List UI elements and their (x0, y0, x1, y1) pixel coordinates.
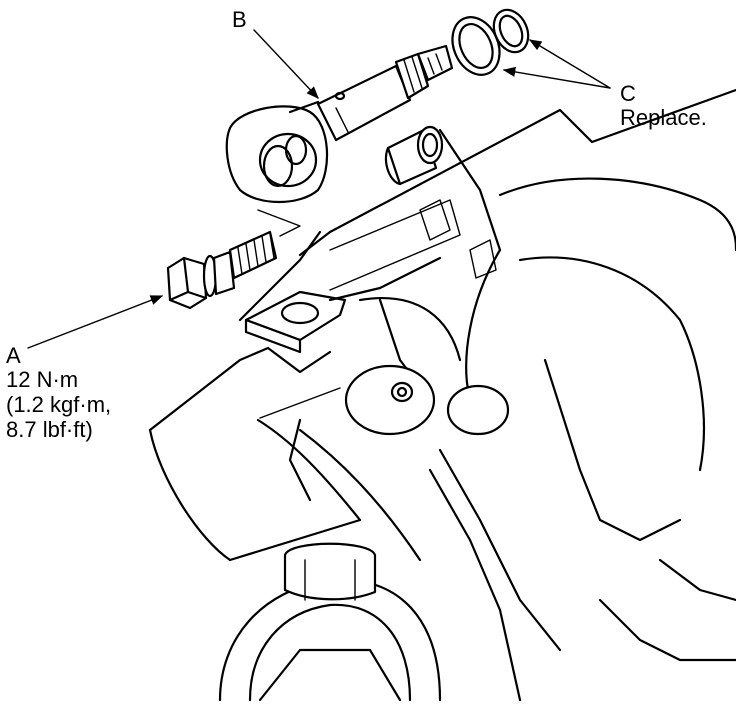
callout-a-torque-kgf: (1.2 kgf·m, (6, 392, 112, 417)
callout-b: B (232, 7, 247, 32)
bolt-boss (344, 364, 510, 436)
collar-icon (384, 125, 444, 186)
sensor-bracket (244, 256, 442, 354)
leader-lines (27, 29, 611, 349)
transmission-housing (148, 88, 736, 702)
callout-a-torque-lbf: 8.7 lbf·ft) (6, 417, 93, 442)
bottom-housing (218, 542, 442, 702)
callout-c: C (620, 81, 636, 106)
o-ring-icon (451, 8, 530, 76)
callout-a: A (6, 343, 21, 368)
flange-bolt-icon (166, 230, 278, 310)
sensor-assembly-icon (225, 44, 454, 237)
callout-c-note: Replace. (620, 105, 707, 130)
callout-a-torque-nm: 12 N·m (6, 367, 79, 392)
